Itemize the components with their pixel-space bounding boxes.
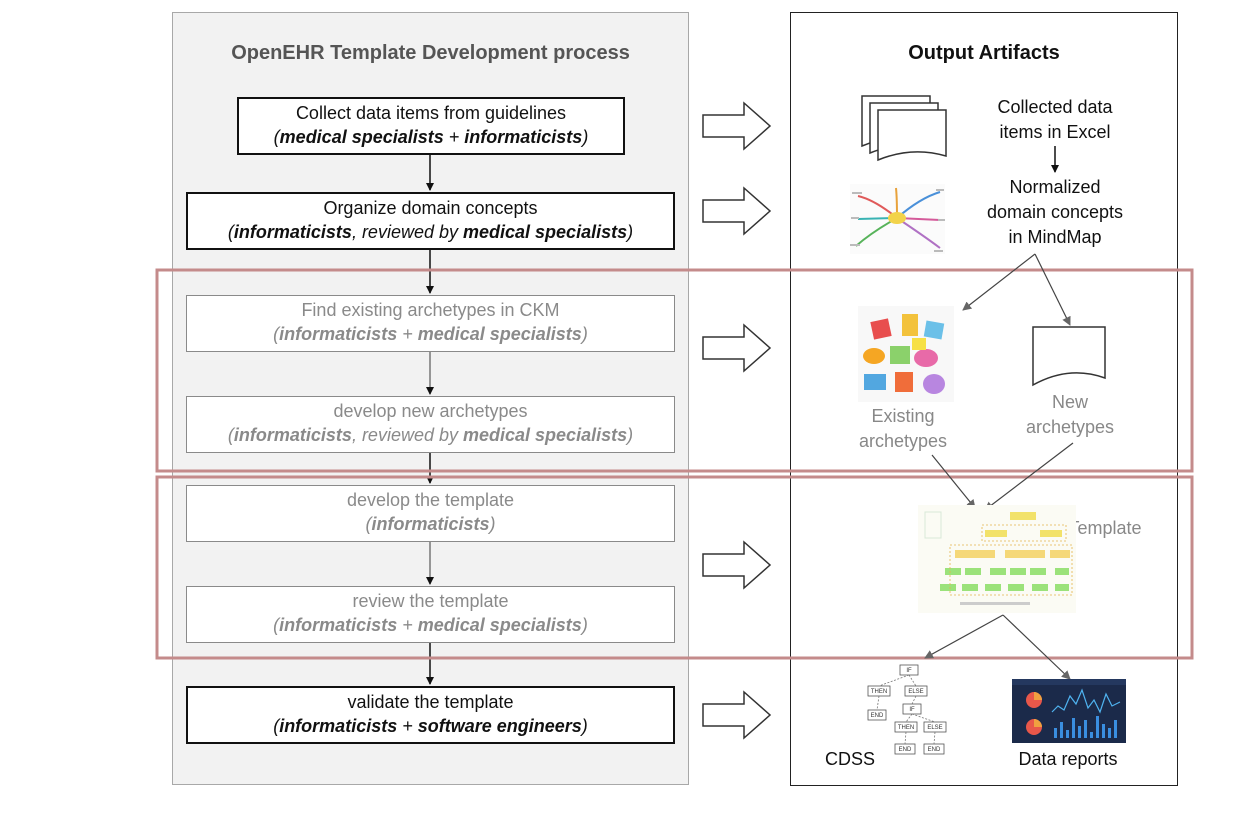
step-title: validate the template [347, 692, 514, 712]
collected-data-label: Collected data items in Excel [997, 97, 1113, 142]
step-title: develop the template [346, 490, 515, 510]
artifacts-panel-title: Output Artifacts [908, 42, 1060, 64]
tree-else-label: ELSE [927, 725, 942, 731]
step-title: review the template [352, 591, 509, 611]
tree-then-label: THEN [898, 725, 914, 731]
tree-end-label: END [928, 747, 941, 753]
tree-then-label: THEN [871, 689, 887, 695]
step-collect-data-items: Collect data items from guidelines (medi… [237, 97, 625, 155]
tree-if-label: IF [909, 707, 915, 713]
step-title: Organize domain concepts [323, 198, 538, 218]
new-to-template-arrow [984, 442, 1074, 511]
template-to-reports-arrow [1002, 614, 1071, 680]
step-roles: (informaticists, reviewed by medical spe… [227, 222, 634, 242]
block-arrow-icon [702, 101, 772, 151]
document-stack-icon [861, 95, 947, 162]
block-arrow-icon [702, 690, 772, 740]
normalized-concepts-label: Normalized domain concepts in MindMap [986, 177, 1124, 247]
step-roles: (informaticists, reviewed by medical spe… [227, 425, 634, 445]
step-organize-domain-concepts: Organize domain concepts (informaticists… [186, 192, 675, 250]
block-arrow-icon [702, 186, 772, 236]
dashboard-icon [1012, 679, 1126, 743]
mindmap-icon [850, 184, 945, 254]
existing-archetypes-label: Existing archetypes [858, 406, 948, 451]
tree-else-label: ELSE [908, 689, 923, 695]
template-tree-icon [918, 505, 1076, 613]
step-find-existing-archetypes: Find existing archetypes in CKM (informa… [186, 295, 675, 352]
new-archetypes-label: New archetypes [1025, 392, 1115, 437]
existing-to-template-arrow [931, 454, 976, 509]
template-phase-highlight [155, 475, 1194, 660]
step-validate-template: validate the template (informaticists + … [186, 686, 675, 744]
step-title: develop new archetypes [333, 401, 528, 421]
building-blocks-icon [858, 306, 954, 402]
template-to-cdss-arrow [924, 614, 1004, 659]
step-review-template: review the template (informaticists + me… [186, 586, 675, 643]
archetype-phase-highlight [155, 268, 1194, 473]
to-existing-arrow [962, 253, 1036, 311]
block-arrows [702, 101, 772, 740]
step-roles: (medical specialists + informaticists) [273, 127, 589, 147]
step-title: Collect data items from guidelines [295, 103, 567, 123]
block-arrow-icon [702, 540, 772, 590]
tree-end-label: END [871, 713, 884, 719]
step-develop-new-archetypes: develop new archetypes (informaticists, … [186, 396, 675, 453]
process-panel-title: OpenEHR Template Development process [231, 42, 630, 64]
decision-tree-icon: IF THEN ELSE IF END THEN ELSE END END [867, 664, 947, 755]
tree-end-label: END [899, 747, 912, 753]
block-arrow-icon [702, 323, 772, 373]
step-roles: (informaticists + medical specialists) [273, 324, 588, 344]
data-reports-label: Data reports [1018, 749, 1118, 769]
tree-if-label: IF [906, 668, 912, 674]
new-archetype-document-icon [1032, 326, 1106, 387]
template-label: Template [1068, 518, 1142, 538]
cdss-label: CDSS [824, 749, 875, 769]
step-roles: (informaticists + software engineers) [273, 716, 588, 736]
step-roles: (informaticists + medical specialists) [273, 615, 588, 635]
step-roles: (informaticists) [365, 514, 496, 534]
step-develop-template: develop the template (informaticists) [186, 485, 675, 542]
to-new-arrow [1034, 253, 1071, 326]
step-title: Find existing archetypes in CKM [301, 300, 560, 320]
